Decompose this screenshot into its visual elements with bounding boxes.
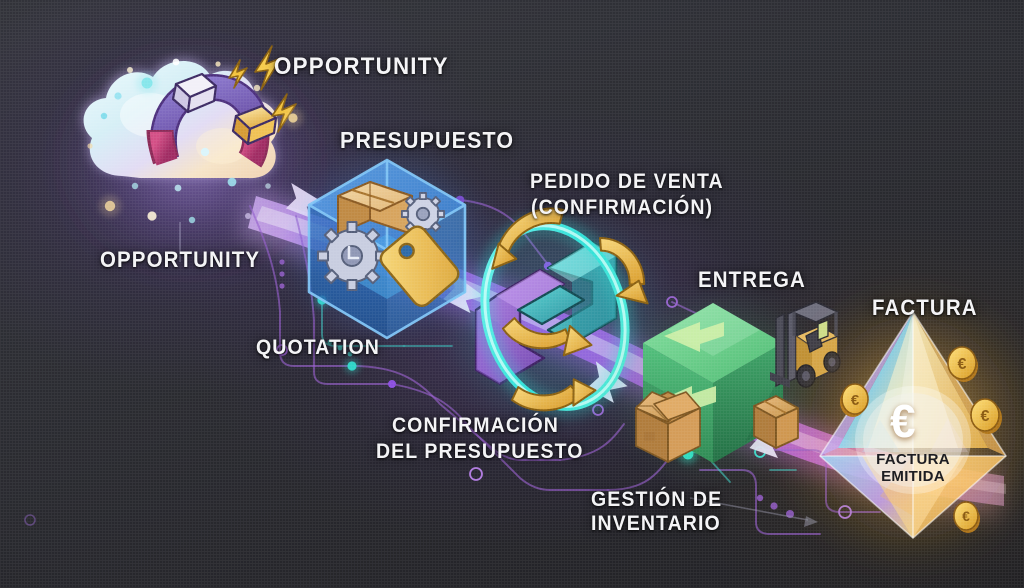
label-entrega: ENTREGA [698, 267, 806, 292]
svg-text:€: € [981, 408, 990, 425]
label-quotation: QUOTATION [256, 336, 380, 359]
label-opportunity-bottom: OPPORTUNITY [100, 247, 261, 272]
label-gestion-line2: INVENTARIO [591, 512, 721, 535]
label-pedido-de-venta-line1: PEDIDO DE VENTA [530, 170, 724, 193]
invoice-badge-line2: EMITIDA [881, 468, 945, 485]
label-confirmacion-line1: CONFIRMACIÓN [392, 414, 559, 437]
label-opportunity-top: OPPORTUNITY [274, 53, 449, 80]
label-confirmacion-line2: DEL PRESUPUESTO [376, 440, 584, 463]
label-gestion-line1: GESTIÓN DE [591, 488, 723, 511]
label-pedido-de-venta-line2: (CONFIRMACIÓN) [531, 196, 714, 219]
svg-text:€: € [958, 356, 967, 373]
svg-text:€: € [851, 392, 860, 409]
euro-symbol-icon: € [890, 395, 916, 447]
label-factura: FACTURA [872, 295, 978, 320]
svg-text:€: € [962, 508, 970, 524]
label-presupuesto: PRESUPUESTO [340, 127, 515, 153]
invoice-badge-line1: FACTURA [876, 451, 950, 468]
